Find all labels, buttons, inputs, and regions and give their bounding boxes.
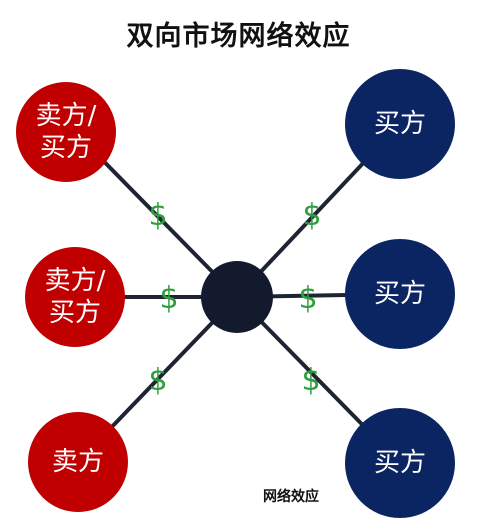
seller-node-2 <box>25 247 125 347</box>
buyer-node-1 <box>345 69 455 179</box>
seller-node-1-label: 卖方/ 买方 <box>35 101 97 163</box>
network-effect-caption: 网络效应 <box>263 489 319 505</box>
dollar-icon-right-top: $ <box>302 198 322 233</box>
seller-node-1 <box>16 82 116 182</box>
buyer-node-2 <box>345 239 455 349</box>
seller-node-3-label: 卖方 <box>51 447 104 477</box>
seller-node-2-label: 卖方/ 买方 <box>44 266 106 328</box>
dollar-icon-right-bottom: $ <box>301 363 321 398</box>
seller-node-3 <box>28 412 128 512</box>
dollar-icon-left-bottom: $ <box>148 363 168 398</box>
platform-hub <box>201 261 273 333</box>
buyer-node-2-label: 买方 <box>373 279 426 309</box>
dollar-icon-left-top: $ <box>148 198 168 233</box>
diagram-title: 双向市场网络效应 <box>126 21 351 52</box>
dollar-icon-right-middle: $ <box>298 281 318 316</box>
buyer-node-1-label: 买方 <box>373 109 426 139</box>
buyer-node-3-label: 买方 <box>373 448 426 478</box>
buyer-node-3 <box>345 408 455 518</box>
dollar-icon-left-middle: $ <box>159 281 179 316</box>
